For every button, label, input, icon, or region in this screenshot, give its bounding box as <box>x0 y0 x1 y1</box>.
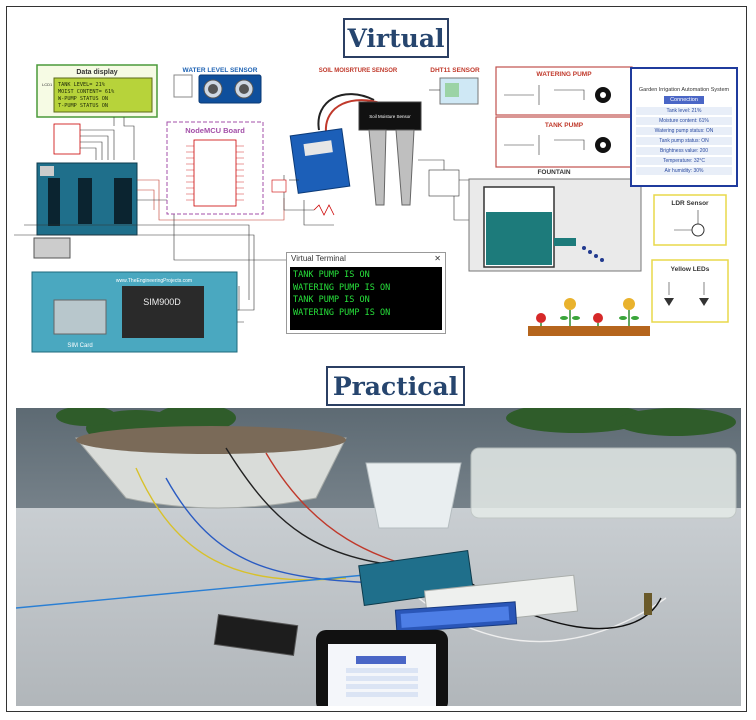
ldr-label: LDR Sensor <box>671 200 709 207</box>
fountain-label: FOUNTAIN <box>537 169 570 176</box>
watering-pump-label: WATERING PUMP <box>536 71 592 78</box>
watering-pump-box: WATERING PUMP <box>495 66 633 116</box>
soil-probe-label: Soil Moisture Sensor <box>369 114 411 119</box>
lcd-line-3: W-PUMP STATUS ON <box>58 96 108 102</box>
water-container <box>470 447 737 519</box>
gsm-label: SIM900D <box>143 297 181 307</box>
close-icon[interactable]: ✕ <box>434 254 441 263</box>
app-title: Garden Irrigation Automation System <box>638 87 730 93</box>
lcd-ref: LCD1 <box>42 82 53 87</box>
terminal-title: Virtual Terminal <box>291 254 346 263</box>
app-row: Air humidity: 30% <box>636 167 732 175</box>
gsm-antenna <box>644 593 652 615</box>
gsm-module: SIM900D www.TheEngineeringProjects.com S… <box>31 271 238 353</box>
lcd-display: Data display TANK LEVEL= 21% MOIST CONTE… <box>36 64 158 118</box>
water-cup <box>365 462 462 529</box>
app-row: Moisture content: 61% <box>636 117 732 125</box>
terminal-line: TANK PUMP IS ON <box>293 295 370 305</box>
relay-circuit <box>418 159 494 221</box>
virtual-schematic: Data display TANK LEVEL= 21% MOIST CONTE… <box>14 64 729 353</box>
smartphone-photo <box>316 630 448 706</box>
tank-pump-box: TANK PUMP <box>495 116 633 168</box>
practical-photo <box>16 408 741 706</box>
virtual-title: Virtual <box>343 18 449 58</box>
lcd-line-4: T-PUMP STATUS ON <box>58 103 108 109</box>
sim-card-label: SIM Card <box>67 343 92 349</box>
app-row: Tank pump status: ON <box>636 137 732 145</box>
app-row: Brightness value: 200 <box>636 147 732 155</box>
site-label: www.TheEngineeringProjects.com <box>116 278 192 284</box>
soil-moisture-sensor: SOIL MOISRTURE SENSOR Soil Moisture Sens… <box>289 68 422 206</box>
yellow-leds-label: Yellow LEDs <box>671 266 710 273</box>
app-row: Tank level: 21% <box>636 107 732 115</box>
i2c-module <box>53 123 81 155</box>
small-display <box>33 237 71 259</box>
water-level-label: WATER LEVEL SENSOR <box>183 67 258 74</box>
yellow-leds-box: Yellow LEDs <box>651 259 729 323</box>
fountain-tank: FOUNTAIN <box>468 169 642 272</box>
lcd-line-1: TANK LEVEL= 21% <box>58 82 106 88</box>
nodemcu-label: NodeMCU Board <box>185 126 245 135</box>
data-display-label: Data display <box>76 69 117 76</box>
practical-title: Practical <box>326 366 465 406</box>
terminal-line: WATERING PUMP IS ON <box>293 307 391 318</box>
garden-illustration <box>528 298 650 336</box>
terminal-line: WATERING PUMP IS ON <box>293 282 391 293</box>
nodemcu-board: NodeMCU Board <box>166 121 264 215</box>
app-row: Watering pump status: ON <box>636 127 732 135</box>
virtual-terminal-window: Virtual Terminal ✕ TANK PUMP IS ON WATER… <box>286 252 446 334</box>
water-level-sensor: WATER LEVEL SENSOR <box>173 67 262 104</box>
terminal-titlebar: Virtual Terminal ✕ <box>287 253 445 268</box>
app-connection-button: Connection <box>664 96 704 104</box>
dht-label: DHT11 SENSOR <box>430 67 480 74</box>
wires <box>16 447 667 643</box>
terminal-screen: TANK PUMP IS ON WATERING PUMP IS ON TANK… <box>290 267 442 330</box>
figure-frame <box>6 6 747 712</box>
tank-pump-label: TANK PUMP <box>545 122 584 129</box>
soil-sensor-label: SOIL MOISRTURE SENSOR <box>319 68 398 74</box>
app-row: Temperature: 32°C <box>636 157 732 165</box>
arduino-board <box>36 162 138 236</box>
dht11-sensor: DHT11 SENSOR <box>430 67 480 105</box>
ldr-sensor-box: LDR Sensor <box>653 194 727 246</box>
lcd-line-2: MOIST CONTENT= 61% <box>58 89 115 95</box>
nodemcu-photo <box>213 614 299 656</box>
terminal-line: TANK PUMP IS ON <box>293 270 370 280</box>
blynk-app-panel: Garden Irrigation Automation System Conn… <box>630 67 738 187</box>
